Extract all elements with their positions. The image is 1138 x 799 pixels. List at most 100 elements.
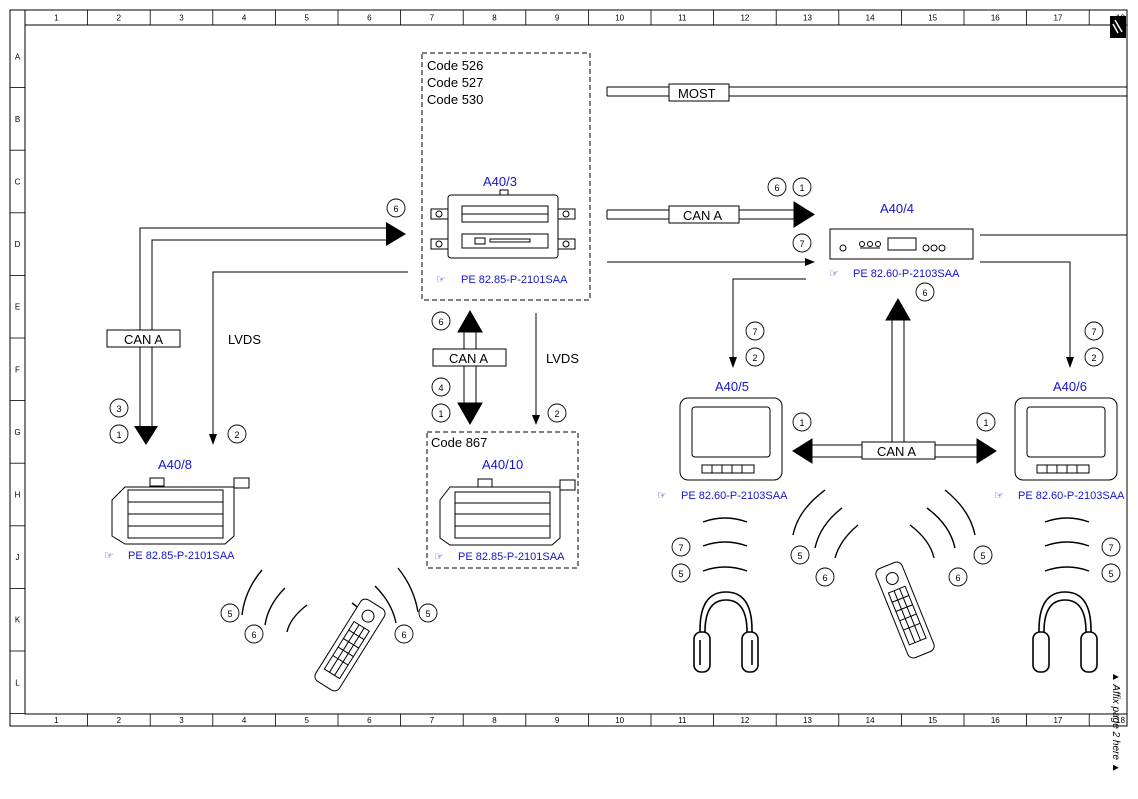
grid-row-label: C bbox=[15, 178, 21, 187]
grid-labels: 1122334455667788991010111112121313141415… bbox=[14, 14, 1125, 726]
grid-col-label: 15 bbox=[928, 716, 937, 725]
can-bus-rear bbox=[792, 297, 997, 464]
grid-col-label: 7 bbox=[430, 14, 435, 23]
a4010-ref-icon: ☞ bbox=[434, 551, 444, 563]
marker-circle bbox=[767, 177, 787, 197]
marker-number: 1 bbox=[438, 409, 443, 419]
marker-circle bbox=[671, 537, 691, 557]
lvds-line-left bbox=[212, 271, 408, 437]
a406-label: A40/6 bbox=[1053, 379, 1087, 394]
grid-col-label: 5 bbox=[304, 716, 309, 725]
line-to-a406 bbox=[980, 261, 1071, 360]
a404-label: A40/4 bbox=[880, 201, 914, 216]
headphones-right-icon bbox=[1032, 591, 1098, 673]
marker-circle bbox=[431, 403, 451, 423]
marker-circle bbox=[1084, 347, 1104, 367]
grid-col-label: 3 bbox=[179, 14, 184, 23]
can-bus-a403-a404 bbox=[606, 201, 815, 228]
marker-circle bbox=[790, 545, 810, 565]
marker-number: 6 bbox=[822, 573, 827, 583]
grid-col-label: 3 bbox=[179, 716, 184, 725]
lvds-label-left: LVDS bbox=[228, 332, 261, 347]
a403-ref-icon: ☞ bbox=[436, 274, 446, 286]
a4010-label: A40/10 bbox=[482, 457, 523, 472]
marker-circle bbox=[431, 377, 451, 397]
grid-col-label: 14 bbox=[866, 716, 875, 725]
a405-ref-icon: ☞ bbox=[657, 490, 667, 502]
a406-ref: PE 82.60-P-2103SAA bbox=[1018, 490, 1125, 502]
can-label-center: CAN A bbox=[449, 351, 488, 366]
grid-col-label: 15 bbox=[928, 14, 937, 23]
marker-number: 6 bbox=[955, 573, 960, 583]
marker-number: 6 bbox=[438, 317, 443, 327]
grid-col-label: 16 bbox=[991, 14, 1000, 23]
marker-circle bbox=[244, 624, 264, 644]
grid-row-label: K bbox=[15, 616, 21, 625]
grid-row-label: G bbox=[14, 428, 20, 437]
marker-circle bbox=[1101, 537, 1121, 557]
marker-number: 7 bbox=[1091, 327, 1096, 337]
grid-col-label: 10 bbox=[615, 14, 624, 23]
arrow-a405 bbox=[729, 357, 737, 368]
grid-col-label: 13 bbox=[803, 716, 812, 725]
affix-note: ▲ Affix page 2 here ▲ bbox=[1110, 672, 1121, 773]
code-label-526: Code 526 bbox=[427, 58, 483, 73]
a406-monitor bbox=[1014, 397, 1118, 481]
grid-row-label: A bbox=[15, 52, 21, 61]
marker-circle bbox=[109, 424, 129, 444]
marker-number: 5 bbox=[980, 551, 985, 561]
marker-number: 6 bbox=[774, 183, 779, 193]
marker-number: 5 bbox=[797, 551, 802, 561]
grid-col-label: 18 bbox=[1116, 716, 1125, 725]
grid-col-label: 12 bbox=[740, 716, 749, 725]
marker-number: 4 bbox=[438, 383, 443, 393]
marker-circle bbox=[220, 603, 240, 623]
a408-label: A40/8 bbox=[158, 457, 192, 472]
a405-monitor bbox=[679, 397, 783, 481]
marker-number: 1 bbox=[983, 418, 988, 428]
marker-number: 6 bbox=[922, 288, 927, 298]
grid-col-label: 11 bbox=[678, 14, 687, 23]
marker-circle bbox=[792, 233, 812, 253]
marker-number: 1 bbox=[799, 183, 804, 193]
grid-col-label: 17 bbox=[1053, 14, 1062, 23]
arrow-lvds-center bbox=[532, 415, 540, 425]
arrow-to-a403 bbox=[386, 222, 406, 246]
marker-circle bbox=[386, 198, 406, 218]
marker-number: 6 bbox=[401, 630, 406, 640]
code-label-530: Code 530 bbox=[427, 92, 483, 107]
grid-row-label: J bbox=[16, 553, 20, 562]
grid-col-label: 12 bbox=[740, 14, 749, 23]
marker-circle bbox=[745, 321, 765, 341]
grid-col-label: 6 bbox=[367, 14, 372, 23]
grid-col-label: 6 bbox=[367, 716, 372, 725]
marker-number: 7 bbox=[752, 327, 757, 337]
a4010-unit bbox=[439, 478, 576, 546]
arrow-lvds-left bbox=[209, 434, 217, 445]
grid-col-label: 2 bbox=[117, 716, 122, 725]
a405-ref: PE 82.60-P-2103SAA bbox=[681, 490, 788, 502]
remote-center bbox=[875, 561, 935, 659]
a404-player bbox=[829, 228, 974, 260]
grid-col-label: 10 bbox=[615, 716, 624, 725]
can-bus-center bbox=[432, 309, 507, 426]
marker-number: 2 bbox=[234, 430, 239, 440]
marker-number: 5 bbox=[678, 569, 683, 579]
line-to-a405 bbox=[732, 278, 806, 360]
arrow-to-a408 bbox=[134, 426, 158, 445]
diagram-frame bbox=[9, 9, 1128, 727]
grid-col-label: 11 bbox=[678, 716, 687, 725]
grid-col-label: 9 bbox=[555, 14, 560, 23]
can-bus-a408 bbox=[139, 227, 388, 428]
can-label-top: CAN A bbox=[683, 208, 722, 223]
grid-col-label: 7 bbox=[430, 716, 435, 725]
marker-circle bbox=[973, 545, 993, 565]
marker-circle bbox=[745, 347, 765, 367]
can-label-rear: CAN A bbox=[877, 444, 916, 459]
a404-ref: PE 82.60-P-2103SAA bbox=[853, 268, 960, 280]
grid-col-label: 8 bbox=[492, 14, 497, 23]
marker-circle bbox=[815, 567, 835, 587]
grid-col-label: 2 bbox=[117, 14, 122, 23]
grid-row-label: E bbox=[15, 303, 20, 312]
